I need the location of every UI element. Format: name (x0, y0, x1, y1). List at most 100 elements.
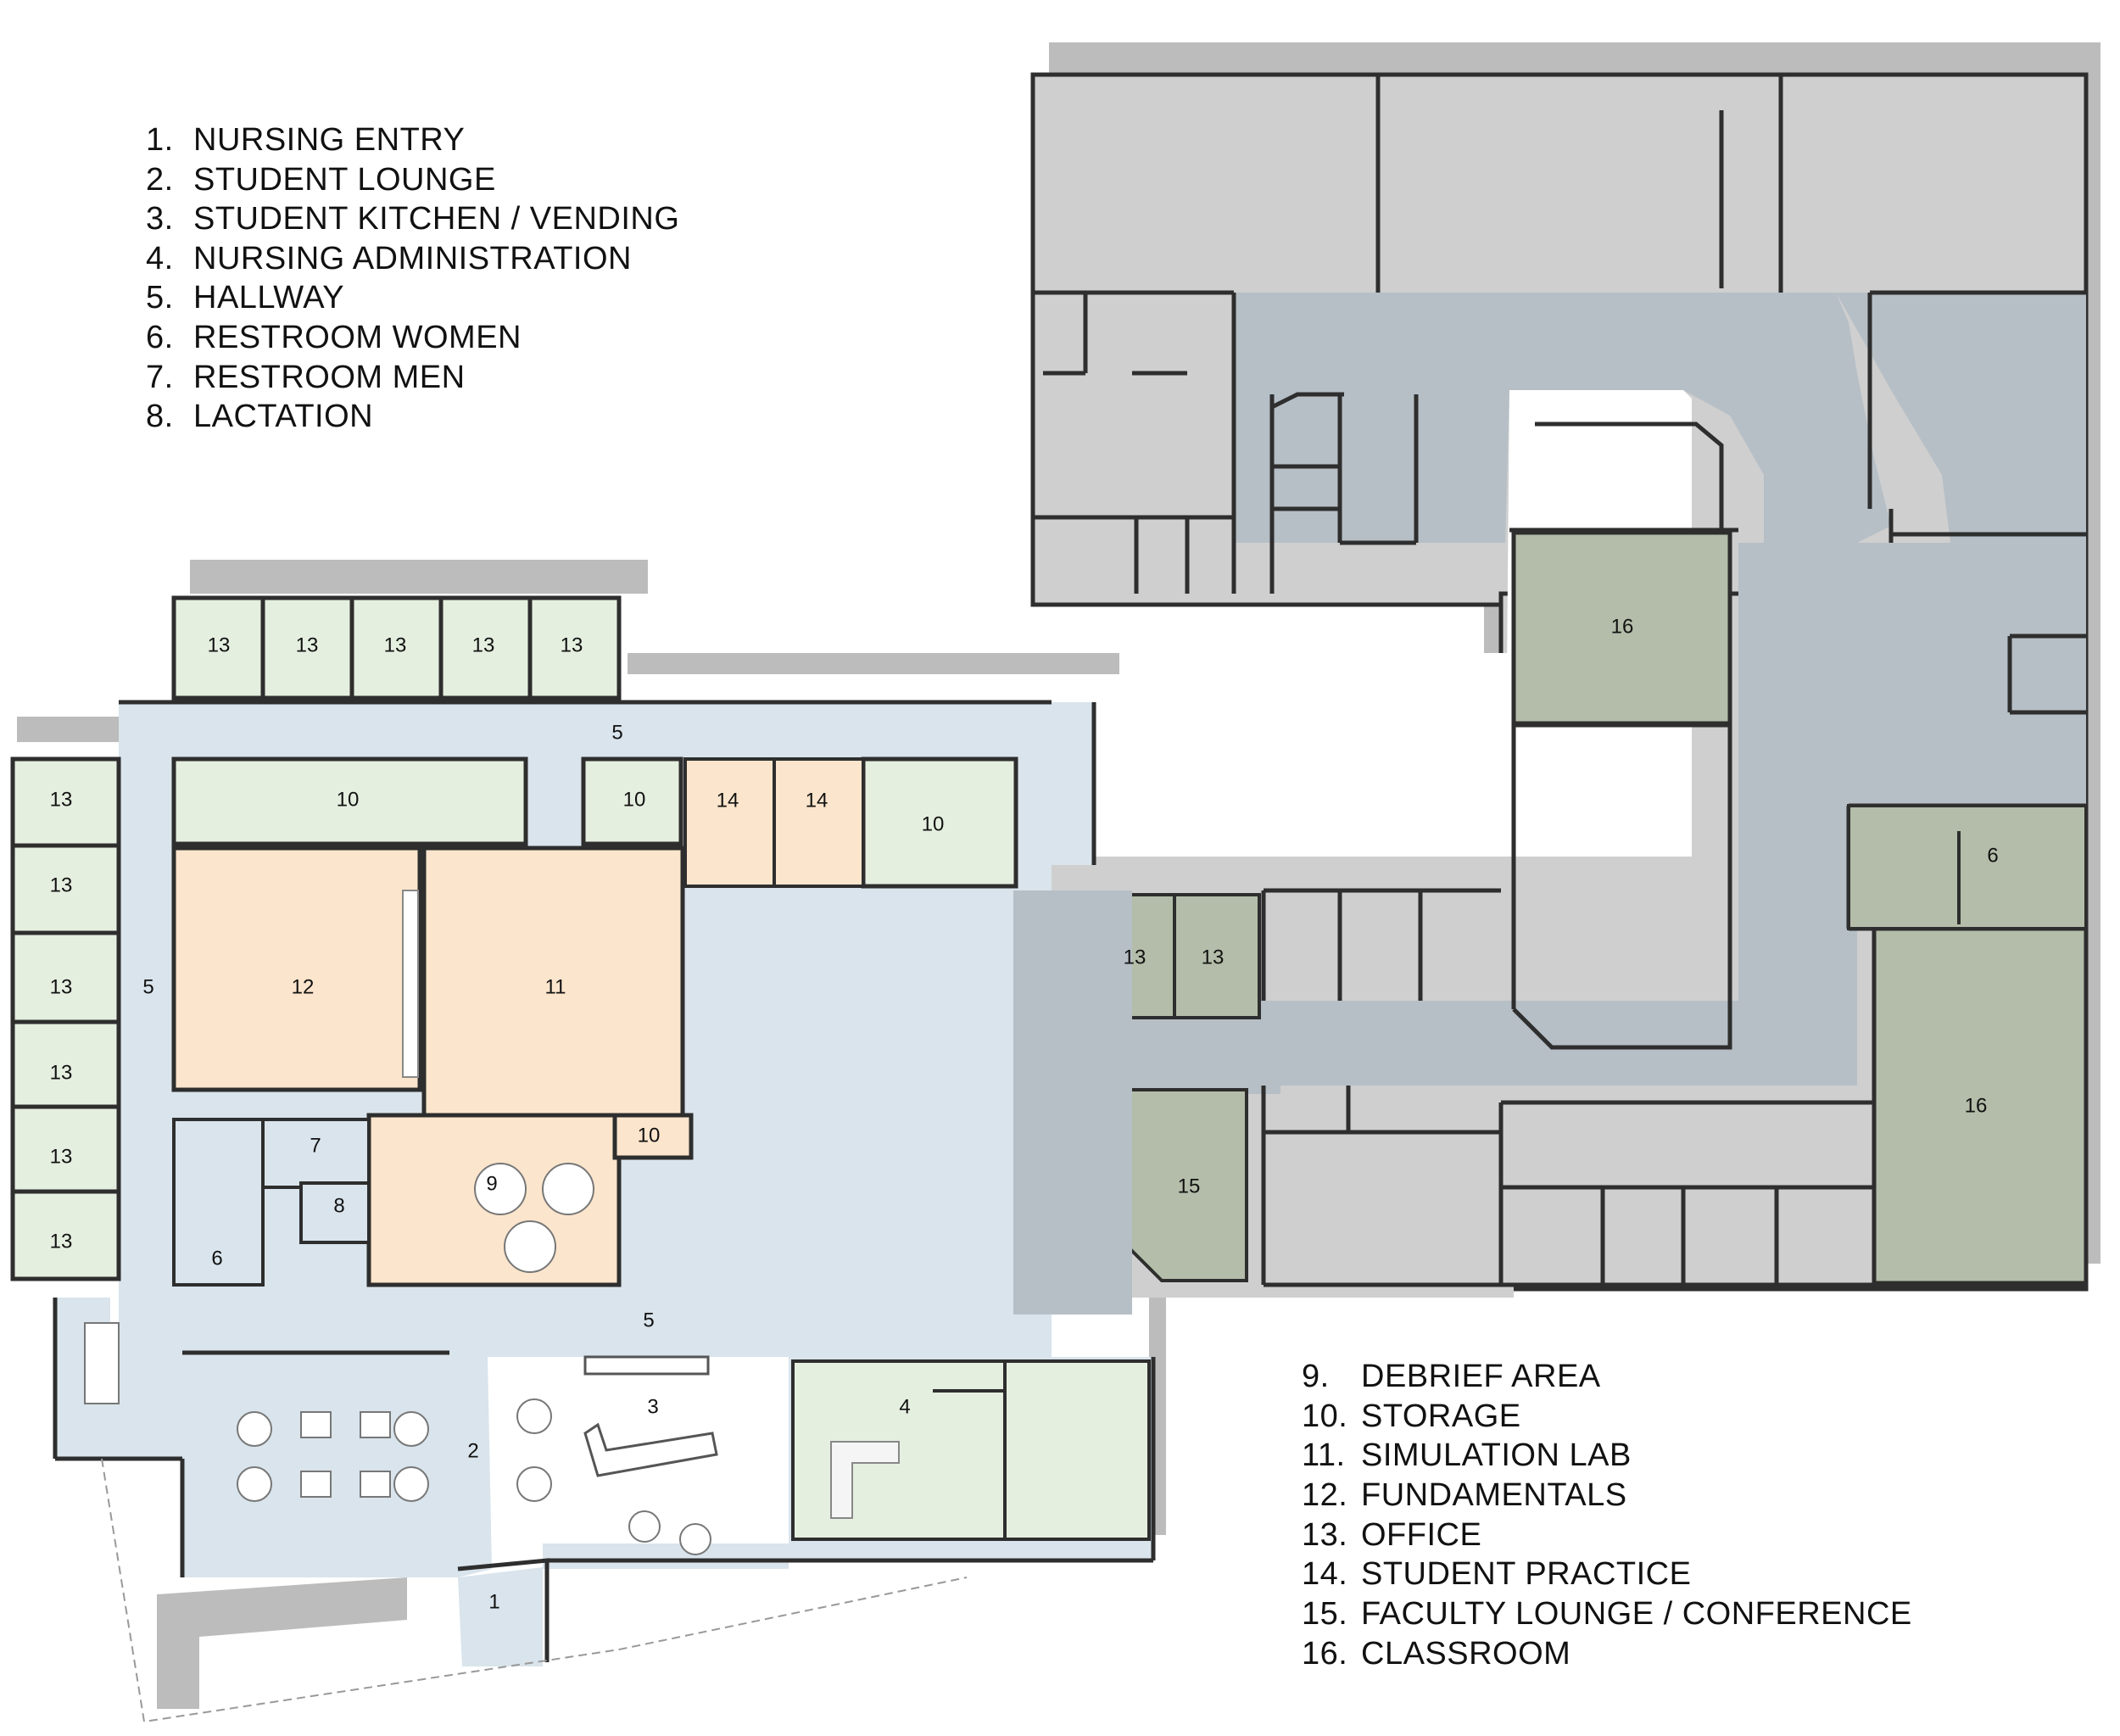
label-classroom-e: 16 (1965, 1094, 1988, 1117)
restrooms-west (172, 1118, 371, 1287)
legend-item: 3. STUDENT KITCHEN / VENDING (146, 199, 679, 239)
legend-label: LACTATION (193, 399, 374, 435)
legend-item: 12. FUNDAMENTALS (1302, 1476, 1912, 1516)
legend-label: OFFICE (1361, 1516, 1482, 1553)
offices-west (10, 756, 121, 1281)
legend-bottom: 9. DEBRIEF AREA 10. STORAGE 11. SIMULATION LA… (1302, 1357, 1912, 1674)
label-hall-w: 5 (142, 975, 153, 998)
offices-north (171, 595, 622, 701)
legend-number: 1. (146, 122, 174, 158)
label-classroom-n: 16 (1611, 615, 1634, 638)
legend-label: NURSING ENTRY (193, 122, 466, 158)
room-labels: 13 13 13 13 13 13 13 13 13 13 13 13 13 1… (50, 615, 1999, 1613)
label-office-n5: 13 (561, 634, 583, 656)
legend-number: 2. (146, 161, 174, 198)
legend-item: 2. STUDENT LOUNGE (146, 160, 679, 200)
legend-number: 3. (146, 201, 174, 237)
label-office-n2: 13 (296, 634, 319, 656)
legend-number: 12. (1302, 1477, 1348, 1514)
label-faculty: 15 (1178, 1175, 1201, 1197)
legend-number: 8. (146, 399, 174, 435)
legend-label: STUDENT LOUNGE (193, 161, 496, 198)
legend-number: 7. (146, 359, 174, 395)
kitchen (583, 1355, 718, 1477)
label-office-w3: 13 (50, 975, 73, 998)
label-women-e: 6 (1987, 844, 1998, 867)
legend-label: STORAGE (1361, 1398, 1521, 1434)
legend-item: 9. DEBRIEF AREA (1302, 1357, 1912, 1397)
legend-label: STUDENT PRACTICE (1361, 1556, 1692, 1593)
label-lactation: 8 (333, 1194, 344, 1217)
legend-item: 14. STUDENT PRACTICE (1302, 1555, 1912, 1594)
label-office-w4: 13 (50, 1061, 73, 1084)
label-practice-1: 14 (717, 789, 739, 812)
legend-number: 16. (1302, 1635, 1348, 1672)
label-storage-1: 10 (337, 788, 360, 811)
legend-label: DEBRIEF AREA (1361, 1359, 1601, 1394)
lounge-furniture (84, 1163, 711, 1555)
legend-item: 4. NURSING ADMINISTRATION (146, 239, 679, 279)
label-office-n3: 13 (384, 634, 407, 656)
legend-top: 1. NURSING ENTRY 2. STUDENT LOUNGE 3. STUDENT… (146, 120, 679, 437)
legend-label: CLASSROOM (1361, 1635, 1571, 1672)
label-storage-3: 10 (922, 812, 945, 835)
site-outline (101, 1458, 968, 1723)
label-office-n4: 13 (472, 634, 495, 656)
practice-rooms (683, 757, 865, 888)
legend-label: RESTROOM WOMEN (193, 319, 522, 355)
legend-label: NURSING ADMINISTRATION (193, 240, 632, 276)
label-storage-2: 10 (623, 788, 646, 811)
label-office-w6: 13 (50, 1230, 73, 1253)
legend-label: FUNDAMENTALS (1361, 1477, 1627, 1514)
legend-label: FACULTY LOUNGE / CONFERENCE (1361, 1596, 1912, 1633)
label-entry: 1 (488, 1590, 499, 1613)
legend-item: 8. LACTATION (146, 397, 679, 437)
admin-suite (791, 1359, 1151, 1541)
legend-item: 5. HALLWAY (146, 278, 679, 318)
legend-label: HALLWAY (193, 280, 345, 316)
legend-item: 11. SIMULATION LAB (1302, 1436, 1912, 1476)
legend-item: 15. FACULTY LOUNGE / CONFERENCE (1302, 1594, 1912, 1634)
legend-item: 1. NURSING ENTRY (146, 120, 679, 160)
label-hall-n: 5 (611, 721, 622, 744)
label-debrief: 9 (486, 1172, 497, 1195)
label-kitchen: 3 (647, 1395, 658, 1418)
classrooms (1511, 530, 2089, 1286)
label-office-c2: 13 (1202, 946, 1225, 968)
label-admin: 4 (899, 1395, 910, 1418)
legend-number: 5. (146, 280, 174, 316)
label-sim-lab: 11 (545, 975, 566, 998)
label-office-w1: 13 (50, 788, 73, 811)
legend-number: 10. (1302, 1398, 1348, 1434)
legend-item: 6. RESTROOM WOMEN (146, 318, 679, 358)
label-office-n1: 13 (208, 634, 231, 656)
legend-item: 13. OFFICE (1302, 1516, 1912, 1555)
label-men: 7 (310, 1134, 321, 1157)
storage-rooms (171, 756, 1018, 1160)
legend-label: SIMULATION LAB (1361, 1437, 1632, 1474)
legend-item: 7. RESTROOM MEN (146, 358, 679, 398)
label-lounge: 2 (467, 1439, 478, 1462)
legend-item: 10. STORAGE (1302, 1397, 1912, 1437)
legend-number: 6. (146, 319, 174, 355)
legend-number: 11. (1302, 1437, 1346, 1474)
label-practice-2: 14 (806, 789, 828, 812)
legend-number: 15. (1302, 1596, 1348, 1633)
label-office-w2: 13 (50, 874, 73, 896)
addition-walls (53, 700, 1156, 1662)
legend-label: STUDENT KITCHEN / VENDING (193, 201, 680, 237)
legend-item: 16. CLASSROOM (1302, 1634, 1912, 1674)
label-fundamentals: 12 (292, 975, 315, 998)
legend-label: RESTROOM MEN (193, 359, 466, 395)
label-women-w: 6 (211, 1247, 222, 1270)
label-office-c1: 13 (1124, 946, 1146, 968)
legend-number: 13. (1302, 1516, 1348, 1553)
label-office-w5: 13 (50, 1145, 73, 1168)
label-hall-s: 5 (643, 1309, 654, 1331)
legend-number: 4. (146, 240, 174, 276)
restrooms-east (1847, 804, 2088, 930)
legend-number: 9. (1302, 1359, 1330, 1394)
legend-number: 14. (1302, 1556, 1348, 1593)
label-storage-4: 10 (638, 1124, 661, 1147)
